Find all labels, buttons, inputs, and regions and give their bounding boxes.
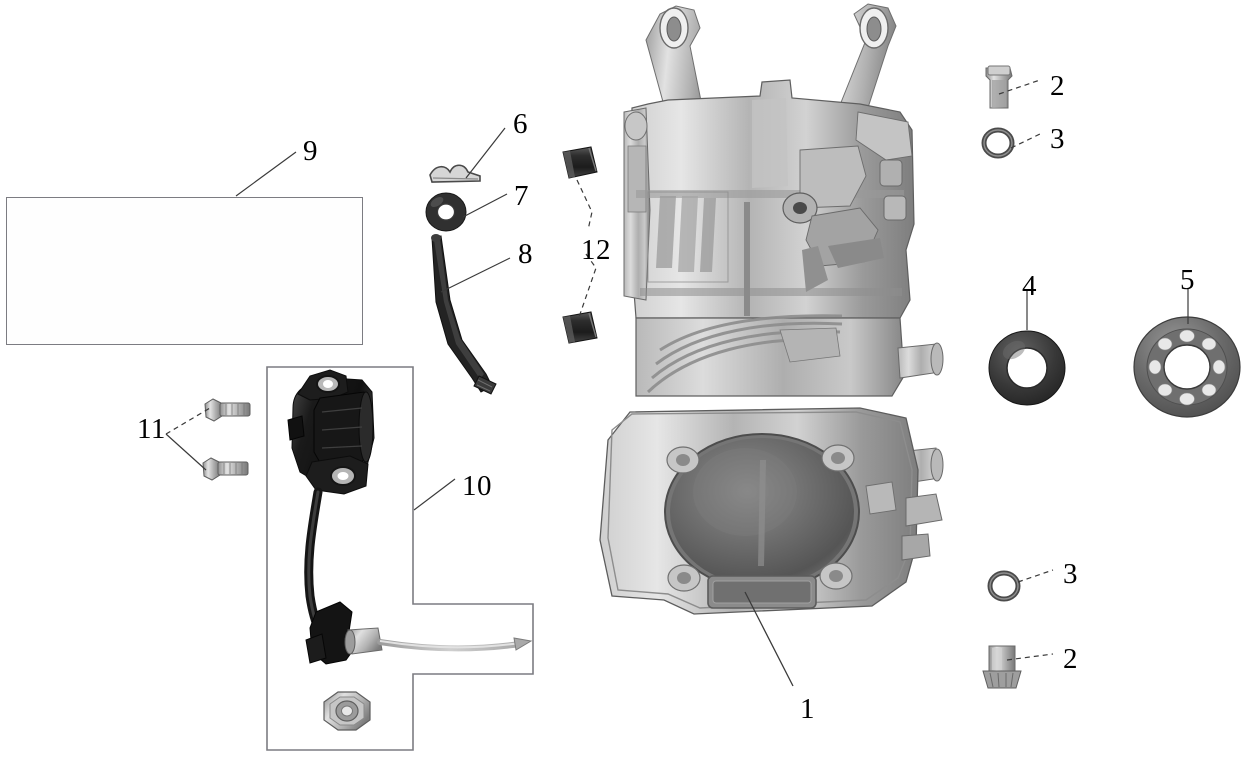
- part-flat-washer: [425, 192, 467, 232]
- part-sealing-washer-bottom: [987, 570, 1021, 602]
- callout-11-flange-bolts: 11: [137, 413, 166, 445]
- part-sealing-washer-top: [981, 127, 1015, 159]
- part-retaining-clip: [429, 164, 481, 183]
- part-dowel-pin-upper: [562, 146, 598, 179]
- cylinder-block-body: [599, 3, 944, 615]
- callout-10-oil-sensor-assembly: 10: [462, 470, 492, 502]
- part-dowel-pin-lower: [562, 311, 598, 344]
- leader-line-9: [235, 151, 297, 197]
- part-oil-level-sensor: [287, 369, 533, 665]
- callout-8-governor-rod: 8: [518, 238, 533, 270]
- callout-3-sealing-washer-top: 3: [1050, 123, 1065, 155]
- governor-assembly-box: [6, 197, 363, 345]
- part-governor-rod: [431, 234, 497, 395]
- callout-5-ball-bearing: 5: [1180, 264, 1195, 296]
- leader-line-8: [440, 257, 511, 293]
- leader-line-2-top: [998, 79, 1041, 95]
- callout-9-governor-assembly: 9: [303, 135, 318, 167]
- part-flange-bolt-upper: [204, 398, 251, 422]
- leader-line-6: [465, 127, 506, 179]
- part-oil-seal: [988, 330, 1066, 406]
- callout-1-cylinder-block: 1: [800, 693, 815, 725]
- callout-3-sealing-washer-bottom: 3: [1063, 558, 1078, 590]
- part-oil-drain-plug-top: [985, 65, 1013, 109]
- leader-line-10: [413, 478, 456, 511]
- callout-2-drain-plug-top: 2: [1050, 70, 1065, 102]
- callout-2-drain-plug-bottom: 2: [1063, 643, 1078, 675]
- leader-line-12: [576, 179, 597, 321]
- leader-line-3-bottom: [1017, 569, 1054, 583]
- part-oil-drain-plug-bottom: [982, 645, 1022, 689]
- leader-line-11: [165, 407, 211, 471]
- leader-line-7: [462, 193, 508, 218]
- part-ball-bearing: [1133, 316, 1241, 418]
- callout-7-washer: 7: [514, 180, 529, 212]
- part-flange-bolt-lower: [202, 457, 249, 481]
- leader-line-1: [744, 591, 794, 687]
- callout-4-oil-seal: 4: [1022, 270, 1037, 302]
- callout-12-dowel-pins: 12: [581, 234, 611, 266]
- part-sensor-nut: [323, 691, 371, 731]
- callout-6-retaining-clip: 6: [513, 108, 528, 140]
- leader-line-2-bottom: [1006, 653, 1054, 661]
